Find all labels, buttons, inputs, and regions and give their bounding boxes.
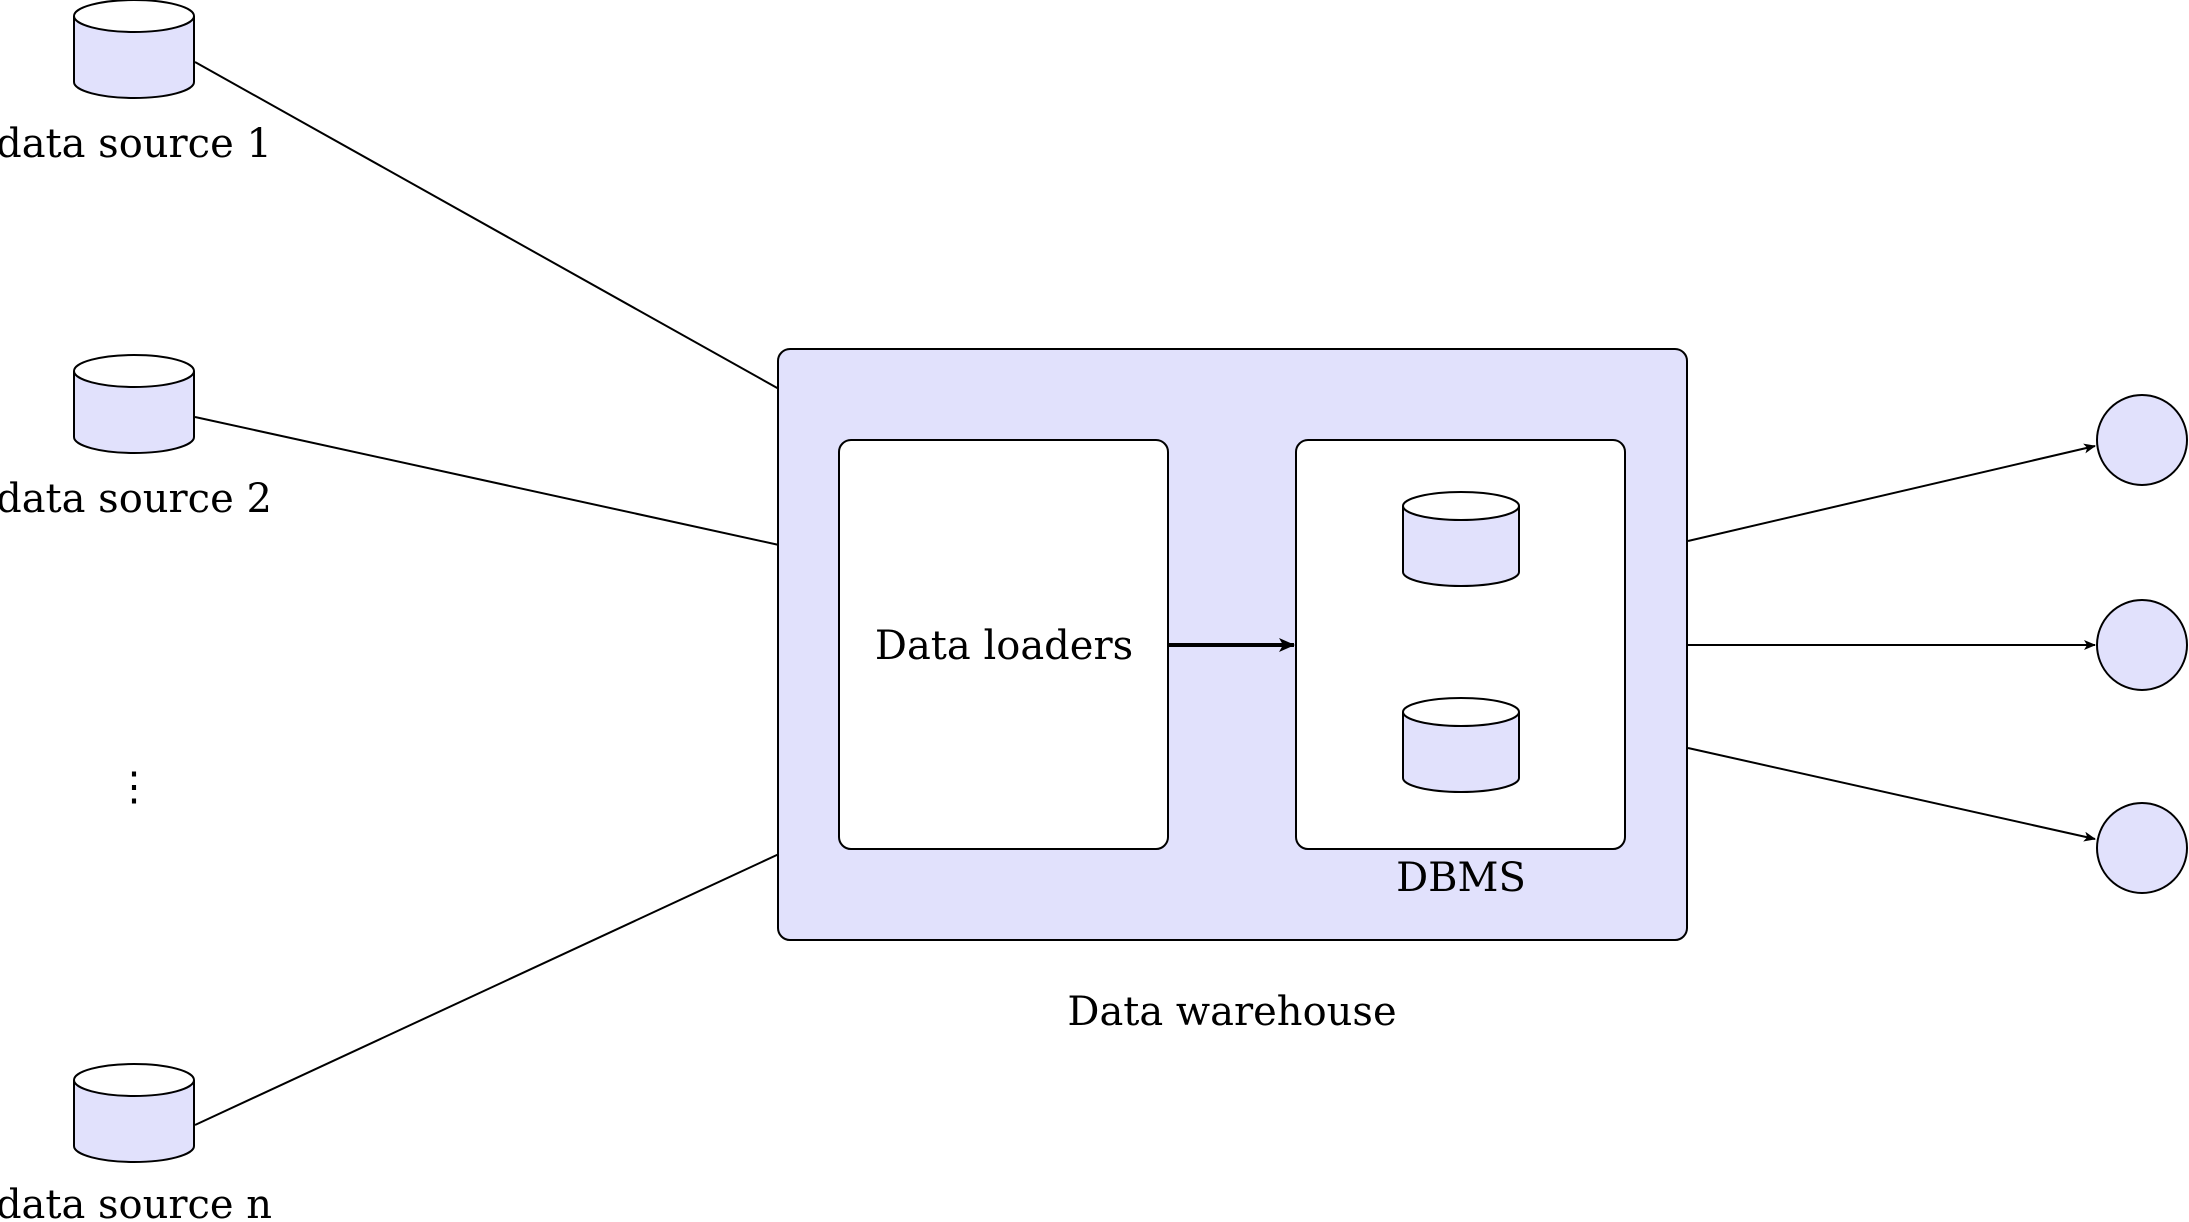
data-source-2: data source 2 — [0, 354, 272, 522]
dbms-label: DBMS — [1396, 855, 1526, 901]
dbms-box — [1295, 439, 1626, 850]
database-cylinder-icon — [1402, 697, 1520, 793]
database-cylinder-icon — [1402, 491, 1520, 587]
output-circle-icon — [2096, 394, 2188, 486]
data-source-n-label: data source n — [0, 1182, 272, 1222]
output-circle-icon — [2096, 802, 2188, 894]
database-cylinder-icon — [73, 354, 195, 454]
data-source-1: data source 1 — [0, 0, 272, 167]
output-circle-icon — [2096, 599, 2188, 691]
data-source-1-label: data source 1 — [0, 121, 272, 167]
warehouse-label: Data warehouse — [1067, 989, 1396, 1035]
output-arrow-1 — [1687, 443, 2096, 542]
ellipsis: ⋮ — [114, 764, 154, 810]
data-warehouse: Data loaders DBMS Data warehouse — [777, 348, 1688, 1035]
dbms: DBMS — [1295, 439, 1626, 901]
data-source-n: data source n — [0, 1063, 272, 1222]
database-cylinder-icon — [73, 1063, 195, 1163]
loaders-label: Data loaders — [875, 623, 1133, 669]
database-cylinder-icon — [73, 0, 195, 99]
connector-source-n — [194, 853, 780, 1126]
connector-source-1 — [194, 61, 780, 390]
data-loaders: Data loaders — [838, 439, 1169, 850]
data-source-2-label: data source 2 — [0, 476, 272, 522]
output-arrow-3 — [1687, 747, 2096, 842]
connector-source-2 — [194, 416, 780, 546]
